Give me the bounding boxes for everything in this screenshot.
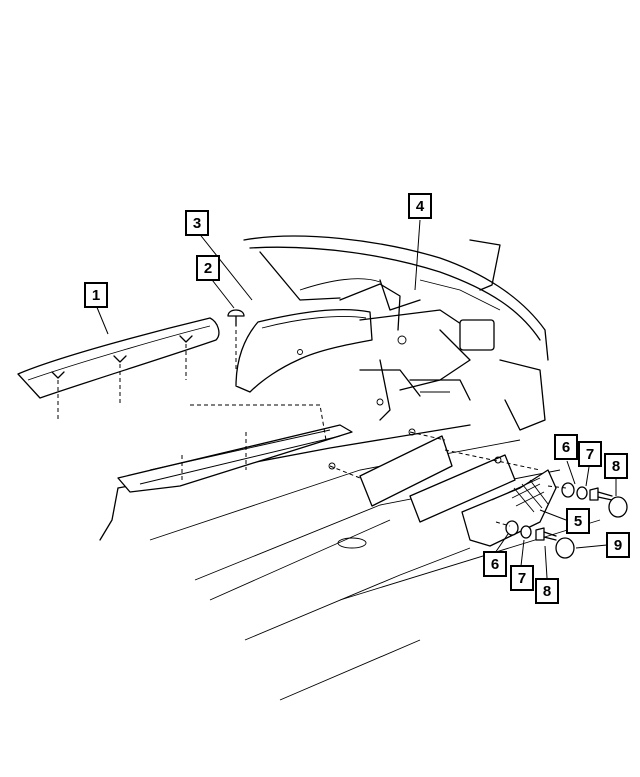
callout-1: 1	[84, 282, 108, 308]
cowl-side-panel	[235, 308, 373, 393]
callout-7-lower: 7	[510, 565, 534, 591]
threshold-rail	[117, 404, 353, 493]
push-pin-icon	[227, 309, 245, 370]
callout-3: 3	[185, 210, 209, 236]
fastener-stack-upper	[547, 482, 628, 518]
fastener-stack-lower	[495, 520, 575, 559]
dashboard-structure	[243, 235, 549, 431]
callout-9: 9	[606, 532, 630, 558]
callout-2: 2	[196, 255, 220, 281]
callout-5: 5	[566, 508, 590, 534]
leader-lines	[95, 219, 617, 579]
sill-clip-icon	[51, 335, 193, 379]
callout-4: 4	[408, 193, 432, 219]
grille-pattern	[511, 479, 549, 513]
callout-6-upper: 6	[554, 434, 578, 460]
callout-8-upper: 8	[604, 453, 628, 479]
callout-6-lower: 6	[483, 551, 507, 577]
callout-8-lower: 8	[535, 578, 559, 604]
vehicle-floor	[99, 424, 601, 701]
mounting-bracket	[461, 469, 557, 547]
trim-panel	[328, 428, 541, 523]
callout-7-upper: 7	[578, 441, 602, 467]
sill-plate	[17, 317, 220, 420]
